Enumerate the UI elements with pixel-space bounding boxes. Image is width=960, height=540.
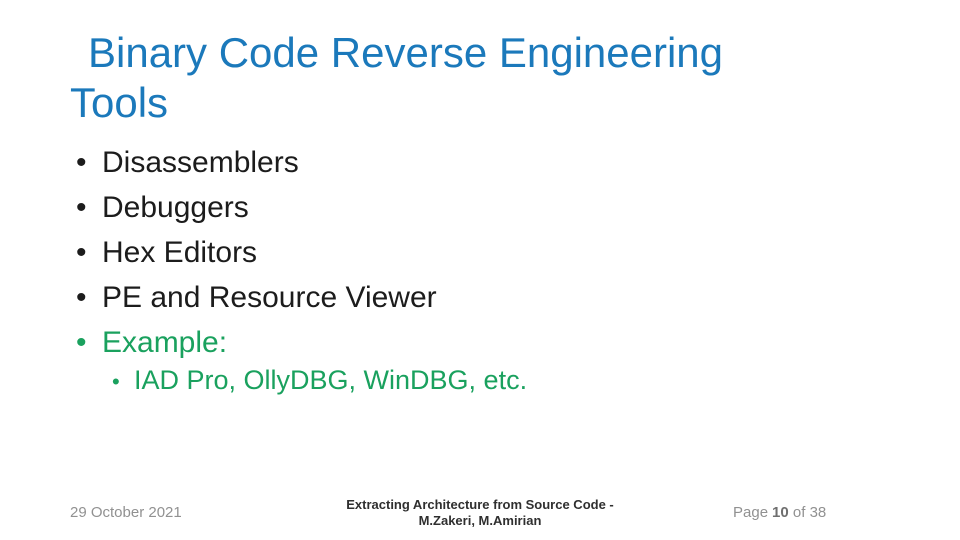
bullet-icon: •: [76, 281, 87, 314]
bullet-item-disassemblers: • Disassemblers: [76, 140, 437, 185]
bullet-icon: •: [76, 326, 87, 359]
title-line-1: Binary Code Reverse Engineering: [88, 29, 724, 76]
bullet-icon: •: [76, 146, 87, 179]
sub-bullet-icon: •: [112, 369, 120, 394]
bullet-label: Disassemblers: [102, 146, 299, 179]
footer-credit: Extracting Architecture from Source Code…: [0, 497, 960, 529]
page-total: of 38: [792, 504, 827, 521]
footer-date: 29 October 2021: [70, 504, 182, 521]
footer-credit-line-2: M.Zakeri, M.Amirian: [418, 513, 542, 528]
bullet-label: Hex Editors: [102, 236, 258, 269]
bullet-item-pe-resource-viewer: • PE and Resource Viewer: [76, 275, 437, 320]
page-label: Page: [733, 504, 769, 521]
bullet-item-example: • Example:: [76, 320, 437, 365]
title-line-2: Tools: [70, 79, 169, 126]
page-number: 10: [772, 504, 789, 521]
bullet-icon: •: [76, 191, 87, 224]
slide-title: Binary Code Reverse Engineering Tools: [70, 28, 723, 128]
bullet-item-hex-editors: • Hex Editors: [76, 230, 437, 275]
bullet-label: Debuggers: [102, 191, 249, 224]
bullet-label: PE and Resource Viewer: [102, 281, 437, 314]
bullet-item-debuggers: • Debuggers: [76, 185, 437, 230]
bullet-icon: •: [76, 236, 87, 269]
bullet-label: Example:: [102, 326, 228, 359]
sub-bullet-label: IAD Pro, OllyDBG, WinDBG, etc.: [134, 365, 528, 395]
sub-bullet-item-tools-examples: • IAD Pro, OllyDBG, WinDBG, etc.: [112, 362, 527, 400]
footer-credit-line-1: Extracting Architecture from Source Code…: [346, 497, 614, 512]
bullet-list: • Disassemblers • Debuggers • Hex Editors •…: [76, 140, 437, 365]
